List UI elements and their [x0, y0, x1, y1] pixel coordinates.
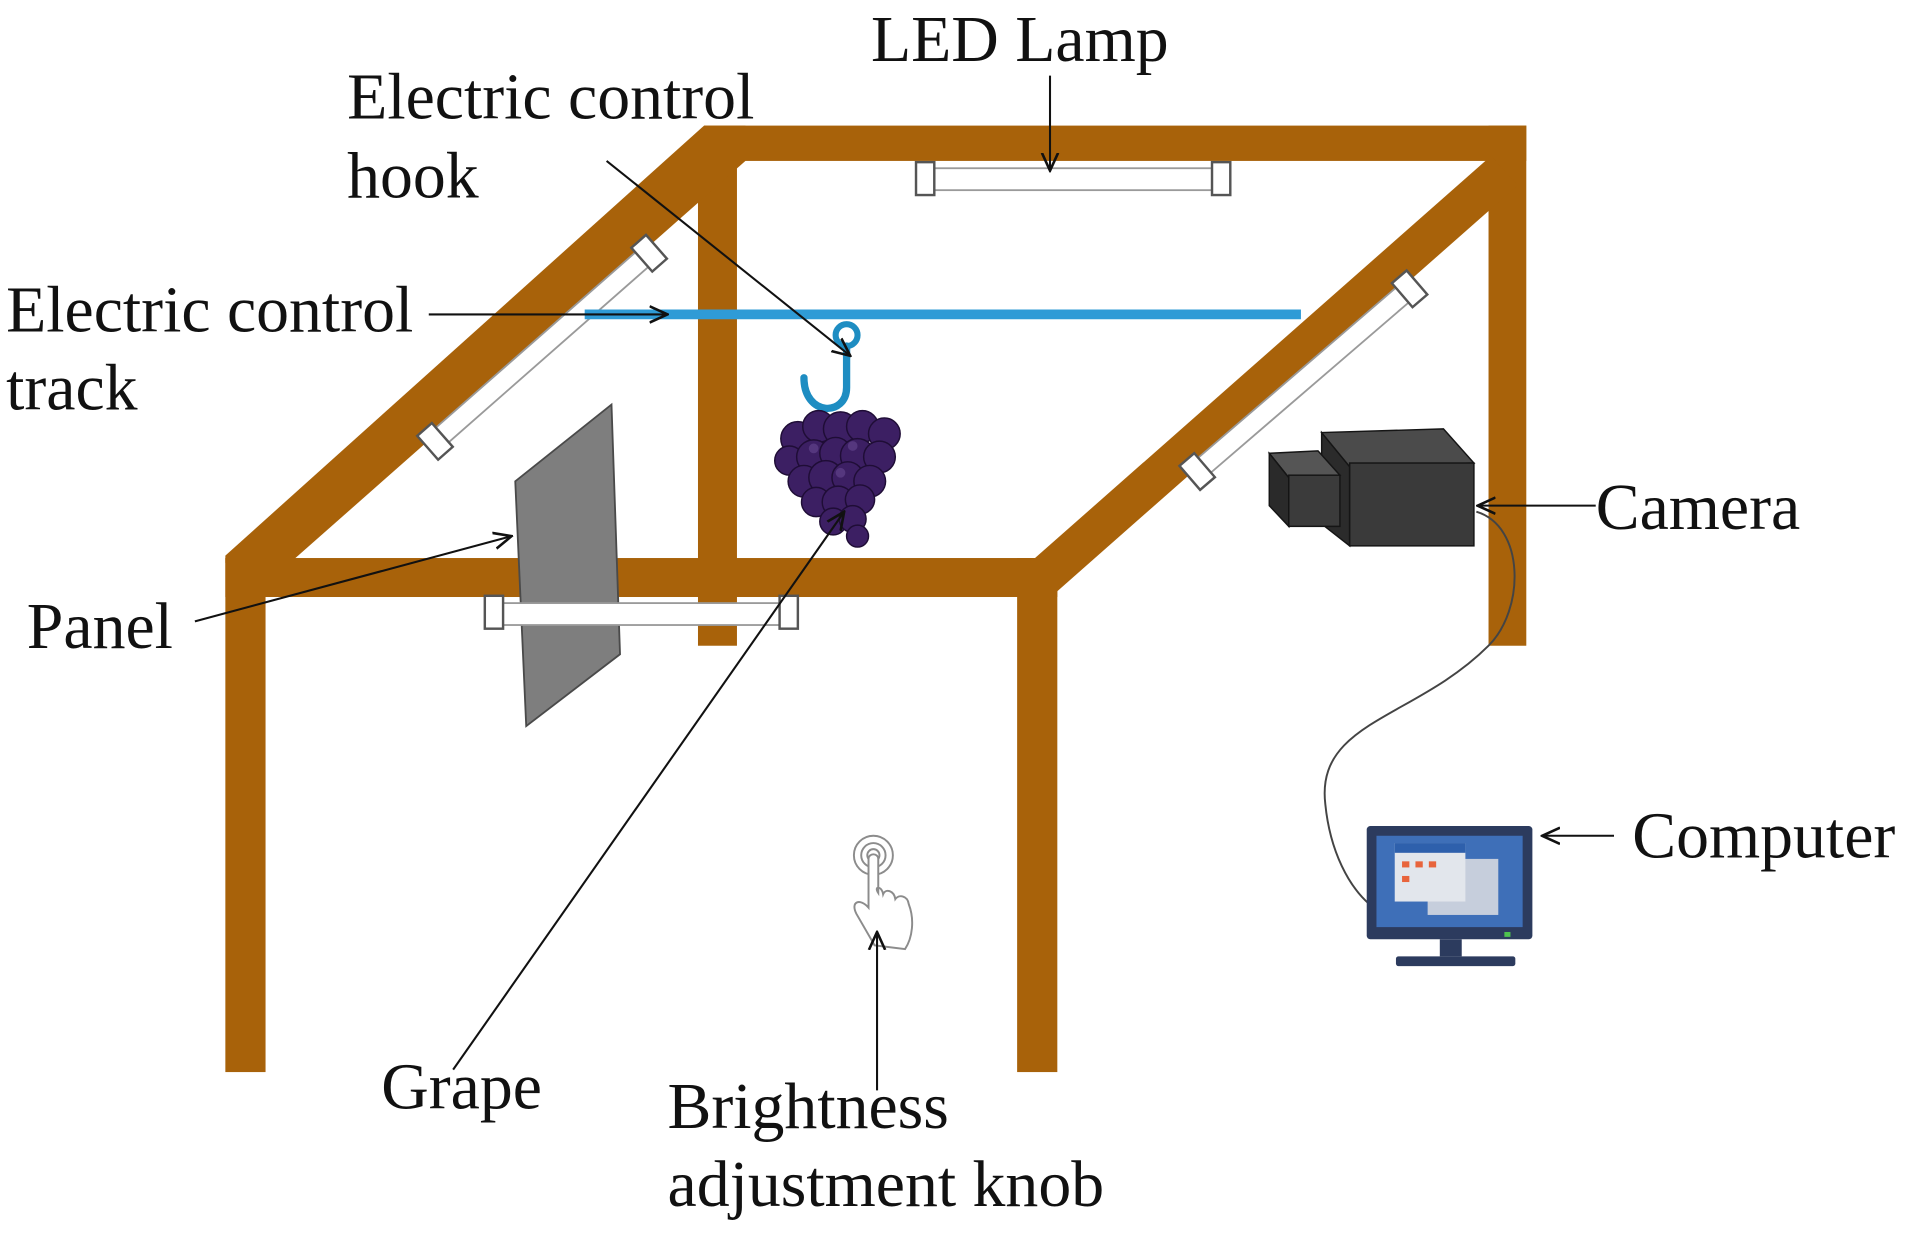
- label-track-line1: Electric control: [6, 273, 413, 346]
- camera-body-top: [1320, 428, 1476, 468]
- grape-highlight: [847, 441, 858, 451]
- lamp-end-cap: [1177, 451, 1217, 492]
- lamp-end-cap: [415, 421, 455, 462]
- panel: [514, 402, 621, 728]
- screen-window-titlebar: [1394, 843, 1466, 853]
- label-knob-line2: adjustment knob: [668, 1148, 1105, 1221]
- frame-front-beam: [225, 558, 1058, 598]
- camera-lens-front: [1288, 474, 1341, 528]
- label-hook-line1: Electric control: [347, 60, 754, 133]
- screen-dot: [1428, 861, 1437, 868]
- camera-body-front: [1348, 462, 1475, 547]
- hook-icon: [800, 321, 861, 412]
- arrow-panel: [194, 536, 512, 623]
- frame-left-diagonal-beam: [225, 125, 746, 563]
- pointing-hand: [853, 853, 914, 951]
- computer-icon: [1366, 826, 1533, 967]
- led-lamp-icon: [932, 167, 1215, 192]
- monitor-neck: [1439, 939, 1462, 957]
- arrow-hook: [605, 160, 851, 356]
- camera-cable: [1323, 510, 1516, 905]
- label-led-lamp: LED Lamp: [871, 3, 1169, 76]
- frame-back-right-post: [1488, 125, 1527, 646]
- led-lamp-icon: [500, 602, 783, 626]
- leader-arrows: [194, 75, 1614, 1091]
- label-track-line2: track: [6, 351, 138, 424]
- led-lamp-front: [483, 594, 800, 630]
- label-grape: Grape: [381, 1051, 542, 1124]
- label-camera: Camera: [1596, 471, 1801, 544]
- lamp-end-cap: [1210, 160, 1232, 197]
- lamp-end-cap: [778, 594, 800, 630]
- frame-top-back-beam: [704, 125, 1527, 161]
- frame: [225, 125, 1527, 1073]
- camera-icon: [1267, 428, 1476, 548]
- label-computer: Computer: [1632, 800, 1895, 873]
- led-lamp-left: [415, 233, 669, 462]
- arrow-grape: [452, 512, 844, 1071]
- brightness-knob-icon: [852, 834, 914, 951]
- grape-highlight: [835, 467, 846, 478]
- grape-icon: [773, 409, 901, 548]
- led-lamp-right: [1177, 268, 1430, 492]
- labels: LED Lamp Electric control hook Electric …: [6, 3, 1895, 1221]
- grape-berry: [845, 524, 870, 548]
- frame-right-diagonal-beam: [1028, 156, 1518, 594]
- monitor-base: [1395, 956, 1516, 967]
- grape-highlight: [808, 443, 819, 454]
- lamp-end-cap: [1390, 268, 1430, 309]
- lamp-end-cap: [914, 160, 936, 197]
- screen-dot: [1402, 875, 1410, 883]
- frame-front-left-post: [225, 558, 266, 1073]
- led-lamp-top: [914, 160, 1232, 197]
- power-light: [1504, 931, 1511, 937]
- lamp-end-cap: [629, 233, 669, 274]
- hook-body: [800, 342, 851, 412]
- lamp-end-cap: [483, 594, 505, 630]
- screen-dot: [1415, 861, 1423, 868]
- label-panel: Panel: [27, 590, 173, 663]
- screen-dot: [1402, 861, 1410, 868]
- label-knob-line1: Brightness: [668, 1070, 949, 1143]
- label-hook-line2: hook: [347, 139, 479, 212]
- frame-front-right-post: [1017, 558, 1058, 1073]
